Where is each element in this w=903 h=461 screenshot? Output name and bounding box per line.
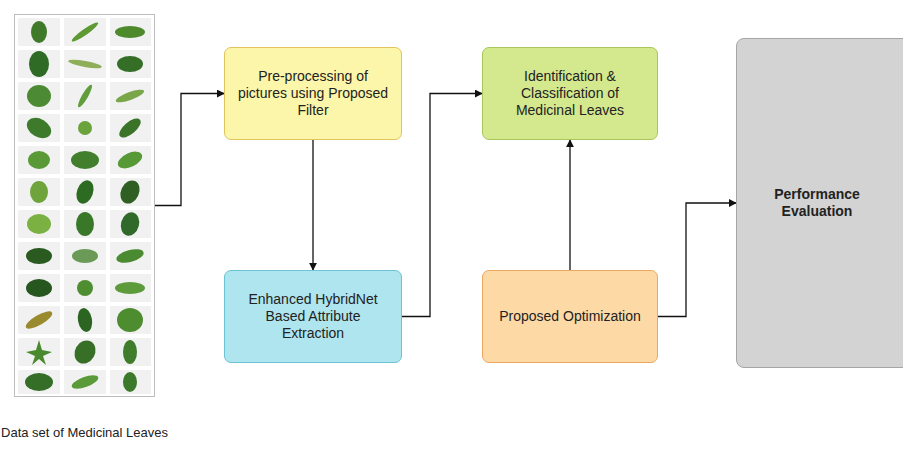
text-stack: Performance Evaluation bbox=[747, 186, 887, 220]
process-box: Pre-processing of pictures using Propose… bbox=[224, 47, 402, 140]
flow-arrow bbox=[402, 94, 482, 317]
text-stack: Proposed Optimization bbox=[499, 308, 641, 325]
box-label: Proposed Optimization bbox=[499, 308, 641, 325]
flow-arrow bbox=[155, 94, 224, 206]
text-stack: Identification & Classification of Medic… bbox=[493, 68, 647, 119]
leaf-dataset-image bbox=[14, 14, 155, 397]
process-box: Proposed Optimization bbox=[482, 270, 658, 363]
box-label: Enhanced HybridNet Based Attribute Extra… bbox=[235, 291, 391, 342]
process-box: Identification & Classification of Medic… bbox=[482, 47, 658, 140]
box-label: Identification & Classification of Medic… bbox=[493, 68, 647, 119]
text-stack: Pre-processing of pictures using Propose… bbox=[235, 68, 391, 119]
flow-arrow bbox=[658, 203, 736, 317]
dataset-image-node: Data set of Medicinal Leaves bbox=[14, 14, 155, 397]
text-stack: Enhanced HybridNet Based Attribute Extra… bbox=[235, 291, 391, 342]
flow-arrow bbox=[312, 140, 313, 270]
box-label: Performance Evaluation bbox=[747, 186, 887, 220]
process-box: Enhanced HybridNet Based Attribute Extra… bbox=[224, 270, 402, 363]
dataset-caption: Data set of Medicinal Leaves bbox=[0, 425, 169, 441]
box-label: Pre-processing of pictures using Propose… bbox=[235, 68, 391, 119]
evaluation-panel: Performance Evaluation bbox=[736, 38, 903, 368]
flow-arrow bbox=[569, 140, 570, 270]
